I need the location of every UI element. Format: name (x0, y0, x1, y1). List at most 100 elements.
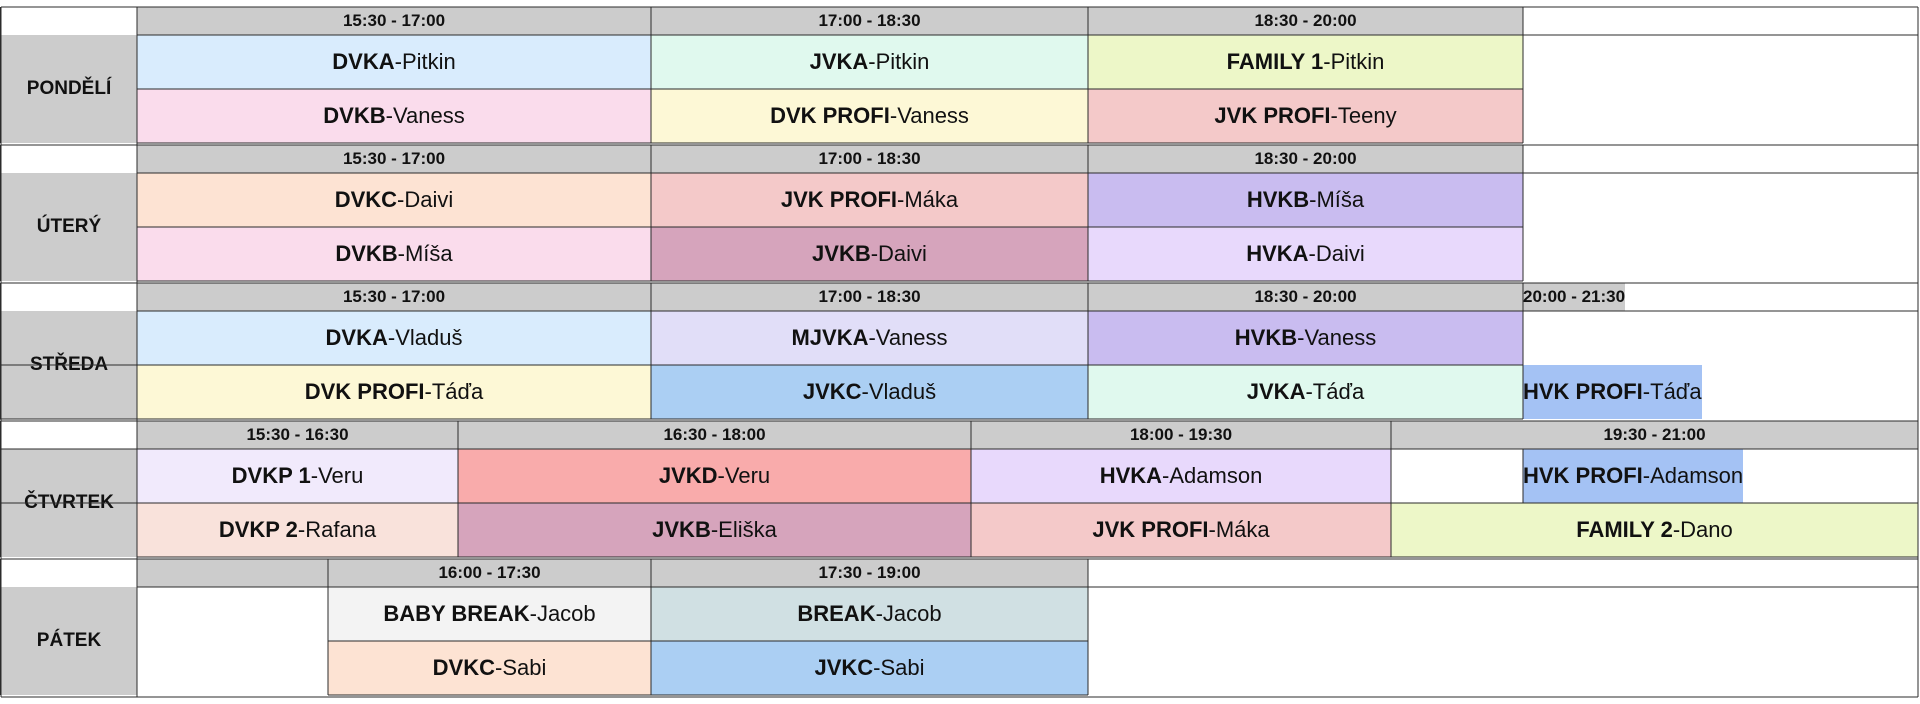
teacher-name: Pitkin (401, 49, 456, 74)
time-slot-header: 18:30 - 20:00 (1088, 283, 1523, 311)
course-name: HVKB (1246, 187, 1310, 212)
time-slot-header: 16:00 - 17:30 (328, 559, 651, 587)
course-name: MJVKA (791, 325, 869, 350)
class-slot: JVKA - Pitkin (651, 35, 1088, 89)
teacher-name: Jacob (536, 601, 596, 626)
class-slot: DVKP 2 - Rafana (137, 503, 458, 557)
teacher-name: Vaness (392, 103, 465, 128)
separator: - (397, 187, 405, 212)
class-slot: JVKB - Daivi (651, 227, 1088, 281)
teacher-name: Eliška (718, 517, 777, 542)
course-name: JVK PROFI (1092, 517, 1209, 542)
course-name: DVK PROFI (304, 379, 425, 404)
class-slot: JVKA - Táďa (1088, 365, 1523, 419)
teacher-name: Máka (1215, 517, 1270, 542)
course-name: DVKC (334, 187, 398, 212)
teacher-name: Míša (404, 241, 453, 266)
class-slot: DVKP 1 - Veru (137, 449, 458, 503)
course-name: DVKP 1 (231, 463, 311, 488)
course-name: JVKC (802, 379, 862, 404)
separator: - (1642, 379, 1651, 404)
separator: - (1323, 49, 1331, 74)
course-name: DVKB (335, 241, 398, 266)
time-slot-header: 15:30 - 17:00 (137, 145, 651, 173)
class-slot: JVK PROFI - Teeny (1088, 89, 1523, 143)
separator: - (387, 325, 396, 350)
separator: - (297, 517, 306, 542)
teacher-name: Pitkin (875, 49, 930, 74)
course-name: JVKA (809, 49, 869, 74)
course-name: DVKC (432, 655, 495, 680)
class-slot: JVKD - Veru (458, 449, 971, 503)
separator: - (1162, 463, 1170, 488)
time-slot-header (137, 559, 328, 587)
separator: - (1672, 517, 1681, 542)
separator: - (1642, 463, 1651, 488)
course-name: FAMILY 2 (1576, 517, 1673, 542)
class-slot: DVKB - Míša (137, 227, 651, 281)
class-slot: DVKA - Pitkin (137, 35, 651, 89)
class-slot: JVKB - Eliška (458, 503, 971, 557)
separator: - (710, 517, 719, 542)
class-slot: HVKA - Adamson (971, 449, 1391, 503)
course-name: DVKA (332, 49, 395, 74)
course-name: JVKB (652, 517, 711, 542)
separator: - (870, 241, 879, 266)
class-slot: DVK PROFI - Vaness (651, 89, 1088, 143)
course-name: DVKP 2 (218, 517, 298, 542)
class-slot: JVK PROFI - Máka (971, 503, 1391, 557)
day-label: PÁTEK (1, 587, 137, 695)
course-name: DVKA (325, 325, 388, 350)
class-slot: HVKB - Míša (1088, 173, 1523, 227)
course-name: HVK PROFI (1523, 463, 1643, 488)
teacher-name: Sabi (502, 655, 547, 680)
course-name: FAMILY 1 (1226, 49, 1324, 74)
class-slot: DVKC - Daivi (137, 173, 651, 227)
class-slot: FAMILY 1 - Pitkin (1088, 35, 1523, 89)
separator: - (1208, 517, 1216, 542)
separator: - (1309, 187, 1317, 212)
separator: - (1297, 325, 1305, 350)
teacher-name: Sabi (880, 655, 925, 680)
day-label: STŘEDA (1, 311, 137, 419)
course-name: JVKC (814, 655, 874, 680)
course-name: DVKB (323, 103, 386, 128)
time-slot-header: 17:30 - 19:00 (651, 559, 1088, 587)
separator: - (873, 655, 881, 680)
time-slot-header: 18:00 - 19:30 (971, 421, 1391, 449)
teacher-name: Adamson (1650, 463, 1744, 488)
teacher-name: Veru (724, 463, 771, 488)
class-slot: DVK PROFI - Táďa (137, 365, 651, 419)
class-slot: JVKC - Vladuš (651, 365, 1088, 419)
class-slot: HVK PROFI - Adamson (1523, 449, 1744, 503)
teacher-name: Táďa (1312, 379, 1365, 404)
time-slot-header: 17:00 - 18:30 (651, 145, 1088, 173)
day-label: ČTVRTEK (1, 449, 137, 557)
class-slot: MJVKA - Vaness (651, 311, 1088, 365)
class-slot: JVK PROFI - Máka (651, 173, 1088, 227)
course-name: JVK PROFI (1214, 103, 1331, 128)
separator: - (868, 49, 876, 74)
teacher-name: Jacob (882, 601, 942, 626)
empty-slot (137, 587, 328, 641)
time-slot-header: 17:00 - 18:30 (651, 7, 1088, 35)
teacher-name: Vaness (1304, 325, 1377, 350)
teacher-name: Dano (1680, 517, 1733, 542)
course-name: HVKB (1234, 325, 1298, 350)
time-slot-header: 18:30 - 20:00 (1088, 7, 1523, 35)
separator: - (397, 241, 405, 266)
separator: - (897, 187, 905, 212)
empty-slot (137, 641, 328, 695)
course-name: DVK PROFI (770, 103, 890, 128)
teacher-name: Adamson (1169, 463, 1263, 488)
separator: - (875, 601, 883, 626)
time-slot-header: 19:30 - 21:00 (1391, 421, 1918, 449)
course-name: JVKD (658, 463, 718, 488)
teacher-name: Pitkin (1330, 49, 1385, 74)
teacher-name: Veru (318, 463, 364, 488)
separator: - (889, 103, 898, 128)
teacher-name: Máka (904, 187, 959, 212)
separator: - (861, 379, 869, 404)
teacher-name: Vaness (875, 325, 948, 350)
